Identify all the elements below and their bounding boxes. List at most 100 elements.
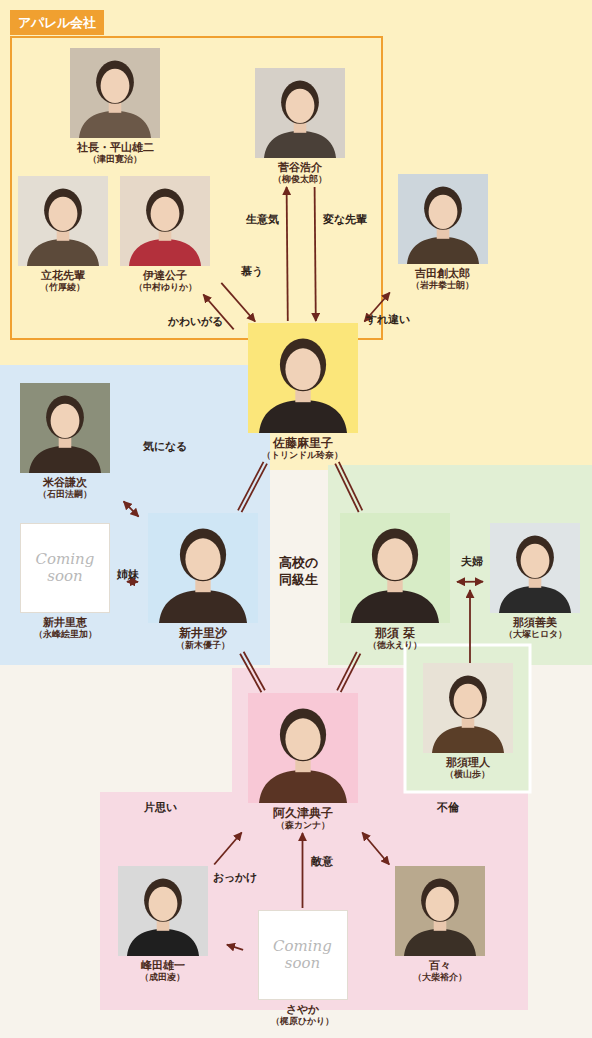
character-name: 伊達公子 — [110, 269, 220, 282]
character-name: 菅谷浩介 — [235, 161, 365, 174]
portrait-silhouette — [340, 513, 450, 623]
portrait-shoulders — [432, 726, 504, 753]
portrait-hair — [46, 396, 84, 439]
character-name: 那須理人 — [410, 756, 525, 769]
character-card: 峰田雄一（成田凌） — [100, 866, 225, 983]
portrait-shoulders — [259, 770, 347, 803]
portrait-hair — [279, 338, 325, 391]
group-relation-note: 高校の 同級生 — [276, 554, 320, 588]
portrait-silhouette — [120, 176, 210, 266]
portrait-shoulders — [29, 446, 101, 473]
portrait — [248, 323, 358, 433]
actor-name: （大塚ヒロタ） — [485, 629, 585, 640]
character-card: 菅谷浩介（柳俊太郎） — [235, 68, 365, 185]
classmate-double-line — [238, 462, 267, 512]
portrait-silhouette — [148, 513, 258, 623]
relation-arrow — [127, 581, 138, 583]
actor-name: （大柴裕介） — [380, 972, 500, 983]
portrait-face — [521, 544, 550, 578]
portrait-face — [453, 684, 482, 718]
portrait-hair — [146, 189, 184, 232]
portrait-face — [286, 89, 315, 123]
relation-arrow — [287, 187, 288, 321]
character-name: 那須 栞 — [335, 626, 455, 640]
green-sub-band — [405, 645, 530, 792]
relation-label: 不倫 — [437, 801, 459, 815]
relation-arrow — [214, 833, 242, 865]
portrait-silhouette — [20, 383, 110, 473]
group-box: アパレル会社社長・平山雄二（津田寛治）菅谷浩介（柳俊太郎）立花先輩（竹厚綾）伊達… — [10, 10, 383, 340]
actor-name: （津田寛治） — [50, 154, 180, 165]
coming-soon-placeholder: Coming soon — [258, 910, 348, 1000]
relation-arrow — [457, 581, 483, 583]
portrait-shoulders — [129, 239, 201, 266]
portrait — [118, 866, 208, 956]
portrait — [423, 663, 513, 753]
character-name: 新井里沙 — [140, 626, 265, 640]
portrait — [70, 48, 160, 138]
character-name: 百々 — [380, 959, 500, 972]
portrait-silhouette — [490, 523, 580, 613]
relation-arrow — [302, 833, 304, 908]
blue-band — [0, 365, 270, 665]
placeholder-text: Coming soon — [21, 551, 109, 585]
portrait-hair — [279, 708, 325, 761]
character-name: 社長・平山雄二 — [50, 141, 180, 154]
portrait-face — [185, 538, 220, 580]
double-line-stroke — [341, 654, 361, 692]
relation-arrow — [203, 295, 233, 330]
portrait-silhouette — [248, 323, 358, 433]
actor-name: （柳俊太郎） — [235, 174, 365, 185]
portrait — [490, 523, 580, 613]
portrait-hair — [96, 61, 134, 104]
portrait-face — [426, 887, 455, 921]
portrait-face — [101, 69, 130, 103]
character-card: 阿久津典子（森カンナ） — [235, 693, 370, 831]
character-card: 立花先輩（竹厚綾） — [5, 176, 120, 293]
green-band — [328, 465, 592, 665]
character-name: 阿久津典子 — [235, 806, 370, 820]
actor-name: （徳永えり） — [335, 640, 455, 651]
actor-name: （トリンドル玲奈） — [235, 450, 370, 461]
portrait-shoulders — [27, 239, 99, 266]
portrait-shoulders — [351, 590, 439, 623]
character-card: 伊達公子（中村ゆりか） — [110, 176, 220, 293]
character-name: 峰田雄一 — [100, 959, 225, 972]
classmate-double-line — [335, 462, 362, 512]
character-card: 佐藤麻里子（トリンドル玲奈） — [235, 323, 370, 461]
portrait-hair — [449, 676, 487, 719]
portrait — [340, 513, 450, 623]
portrait-hair — [179, 528, 225, 581]
portrait-face — [48, 197, 77, 231]
actor-name: （横山歩） — [410, 769, 525, 780]
relation-label: 敵意 — [311, 855, 333, 869]
relation-arrow — [364, 293, 389, 322]
portrait — [120, 176, 210, 266]
portrait-hair — [516, 536, 554, 579]
portrait-shoulders — [404, 929, 476, 956]
actor-name: （新木優子） — [140, 640, 265, 651]
portrait-shoulders — [407, 237, 479, 264]
portrait-silhouette — [118, 866, 208, 956]
portrait-face — [285, 718, 320, 760]
portrait-hair — [421, 879, 459, 922]
relation-arrow — [227, 945, 243, 950]
portrait-hair — [372, 528, 418, 581]
portrait — [20, 383, 110, 473]
portrait-shoulders — [127, 929, 199, 956]
actor-name: （成田凌） — [100, 972, 225, 983]
double-line-stroke — [242, 464, 268, 513]
double-line-stroke — [238, 462, 264, 511]
portrait-shoulders — [79, 111, 151, 138]
double-line-stroke — [339, 462, 363, 510]
actor-name: （竹厚綾） — [5, 282, 120, 293]
character-card: 社長・平山雄二（津田寛治） — [50, 48, 180, 165]
portrait-shoulders — [259, 400, 347, 433]
portrait-hair — [424, 187, 462, 230]
portrait-shoulders — [264, 131, 336, 158]
portrait-silhouette — [18, 176, 108, 266]
child-leader-line — [469, 590, 471, 663]
relation-arrow — [315, 187, 316, 321]
classmate-double-line — [337, 652, 360, 692]
